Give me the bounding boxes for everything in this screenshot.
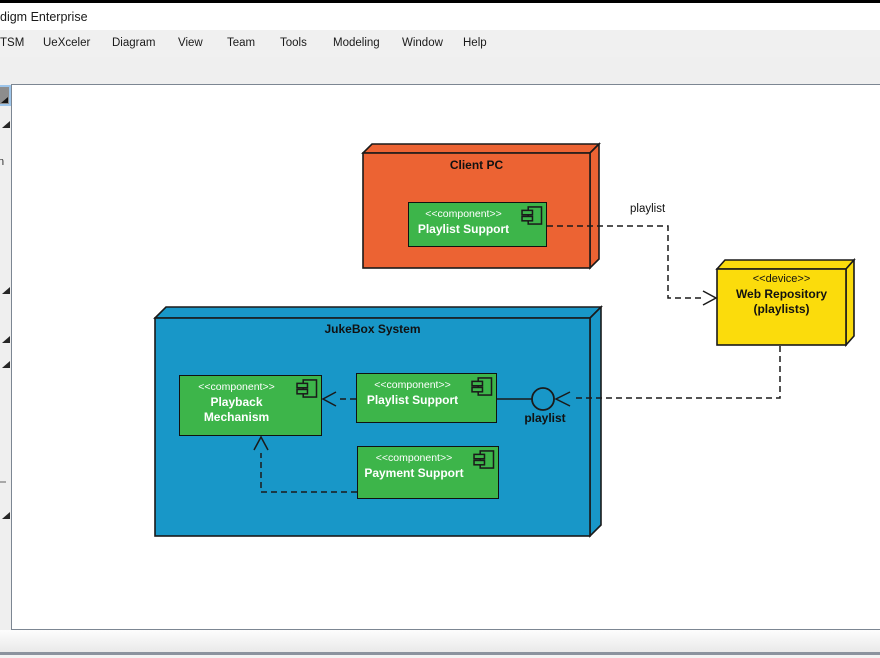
device-stereotype: <<device>> [752, 273, 811, 285]
palette-item-label: n [0, 156, 5, 168]
interface-label-playlist: playlist [524, 411, 566, 425]
component-name: Playlist Support [417, 222, 510, 236]
component-name: Playback Mechanism [180, 395, 293, 425]
diagram-palette: n [0, 84, 11, 630]
component-stereotype: <<component>> [374, 379, 451, 391]
statusbar-divider [0, 652, 880, 655]
menu-tsm[interactable]: TSM [0, 37, 25, 49]
window-top-edge [0, 0, 880, 3]
dependency-label-playlist: playlist [630, 203, 666, 215]
component-icon [473, 450, 495, 469]
statusbar [0, 630, 880, 658]
component-icon [296, 379, 318, 398]
component-playback-mechanism[interactable]: <<component>> Playback Mechanism [179, 375, 322, 436]
palette-item-expander-icon[interactable] [2, 336, 10, 343]
device-name-line1: Web Repository [735, 287, 828, 301]
web-repository-device-node[interactable] [715, 257, 856, 348]
component-name-line2: Mechanism [203, 410, 270, 424]
menubar: TSM UeXceler Diagram View Team Tools Mod… [0, 30, 880, 57]
menu-help[interactable]: Help [463, 37, 487, 49]
corner-expander-icon [1, 97, 8, 103]
toolbar-area [0, 57, 880, 84]
component-icon [471, 377, 493, 396]
device-name: Web Repository (playlists) [717, 287, 846, 317]
client-pc-title: Client PC [449, 158, 504, 172]
statusbar-bottom [0, 655, 880, 658]
component-name-line1: Playback [210, 395, 263, 409]
component-stereotype: <<component>> [198, 381, 275, 393]
jukebox-system-node[interactable] [153, 305, 603, 538]
palette-item-expander-icon[interactable] [2, 512, 10, 519]
menu-view[interactable]: View [178, 37, 203, 49]
web-repository-label: <<device>> Web Repository (playlists) [717, 273, 846, 317]
menu-modeling[interactable]: Modeling [333, 37, 380, 49]
device-name-line2: (playlists) [753, 302, 810, 316]
component-stereotype: <<component>> [375, 452, 453, 464]
titlebar: digm Enterprise [0, 3, 880, 30]
menu-uexceler[interactable]: UeXceler [43, 37, 91, 49]
jukebox-system-title: JukeBox System [324, 322, 421, 336]
menu-team[interactable]: Team [227, 37, 256, 49]
menu-tools[interactable]: Tools [280, 37, 307, 49]
palette-item-expander-icon[interactable] [2, 287, 10, 294]
component-payment-support[interactable]: <<component>> Payment Support [357, 446, 499, 499]
palette-separator [0, 481, 6, 483]
component-name: Payment Support [364, 466, 464, 480]
component-playlist-support-jukebox[interactable]: <<component>> Playlist Support [356, 373, 497, 423]
palette-item-expander-icon[interactable] [2, 361, 10, 368]
menu-diagram[interactable]: Diagram [112, 37, 156, 49]
menu-window[interactable]: Window [402, 37, 443, 49]
component-name: Playlist Support [366, 393, 459, 407]
palette-item-expander-icon[interactable] [2, 121, 10, 128]
component-stereotype: <<component>> [425, 208, 502, 220]
component-icon [521, 206, 543, 225]
window-title: digm Enterprise [0, 10, 88, 24]
component-playlist-support-client[interactable]: <<component>> Playlist Support [408, 202, 547, 247]
palette-item-selected[interactable] [0, 85, 11, 106]
